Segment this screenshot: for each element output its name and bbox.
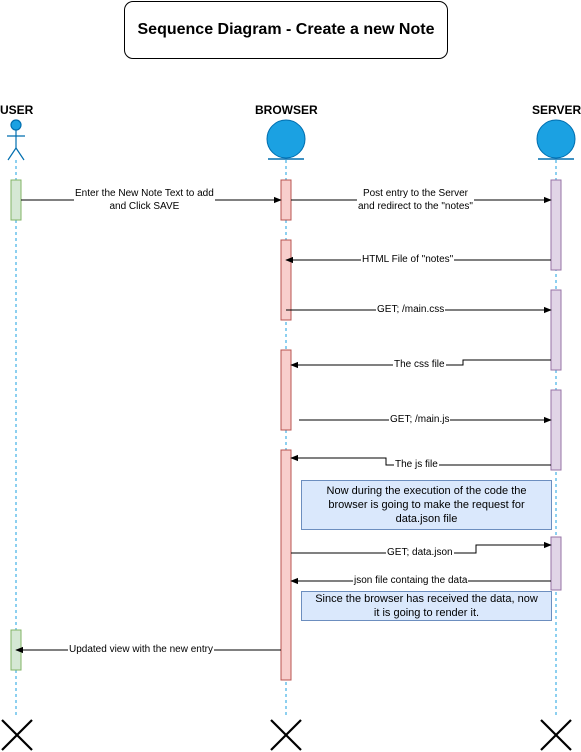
message-label-get-data-json: GET; data.json <box>386 546 454 559</box>
actor-label-user: USER <box>0 103 34 117</box>
server-destroy-marker <box>540 719 572 751</box>
message-label-enter-note: Enter the New Note Text to add and Click… <box>74 187 215 213</box>
message-label-get-js: GET; /main.js <box>389 413 451 426</box>
actor-label-browser: BROWSER <box>255 103 318 117</box>
user-actor-icon <box>7 119 25 161</box>
browser-activation <box>280 349 292 431</box>
note-line: it is going to render it. <box>373 607 480 619</box>
user-activation <box>10 179 22 221</box>
note-execution: Now during the execution of the code the… <box>301 480 552 530</box>
browser-activation <box>280 239 292 321</box>
message-label-get-css: GET; /main.css <box>376 303 446 316</box>
message-label-json-file: json file containg the data <box>353 574 469 587</box>
message-label-line: Enter the New Note Text to add <box>75 188 214 199</box>
message-label-html-file: HTML File of "notes" <box>361 253 455 266</box>
note-line: Now during the execution of the code the <box>326 485 527 497</box>
server-activation <box>550 179 562 271</box>
note-line: browser is going to make the request for <box>328 499 525 511</box>
message-label-line: and redirect to the "notes" <box>358 201 473 212</box>
user-destroy-marker <box>1 719 33 751</box>
message-label-line: and Click SAVE <box>109 201 180 212</box>
browser-entity-icon <box>266 119 306 160</box>
browser-activation <box>280 449 292 681</box>
server-activation <box>550 389 562 471</box>
message-label-css-file: The css file <box>393 358 446 371</box>
note-line: Since the browser has received the data,… <box>315 593 538 605</box>
message-label-line: Post entry to the Server <box>362 188 468 199</box>
note-render: Since the browser has received the data,… <box>301 591 552 621</box>
note-line: data.json file <box>395 513 458 525</box>
message-label-post-entry: Post entry to the Server and redirect to… <box>357 187 474 213</box>
message-arrow-css-file <box>290 359 551 369</box>
server-entity-icon <box>536 119 576 160</box>
actor-label-server: SERVER <box>532 103 581 117</box>
diagram-title: Sequence Diagram - Create a new Note <box>124 1 448 59</box>
message-arrow-get-data-json <box>291 541 552 554</box>
browser-destroy-marker <box>270 719 302 751</box>
server-activation <box>550 536 562 591</box>
message-arrow-js-file <box>290 454 551 466</box>
browser-activation <box>280 179 292 221</box>
server-activation <box>550 289 562 371</box>
message-label-js-file: The js file <box>394 458 439 471</box>
message-label-updated-view: Updated view with the new entry <box>68 643 214 656</box>
